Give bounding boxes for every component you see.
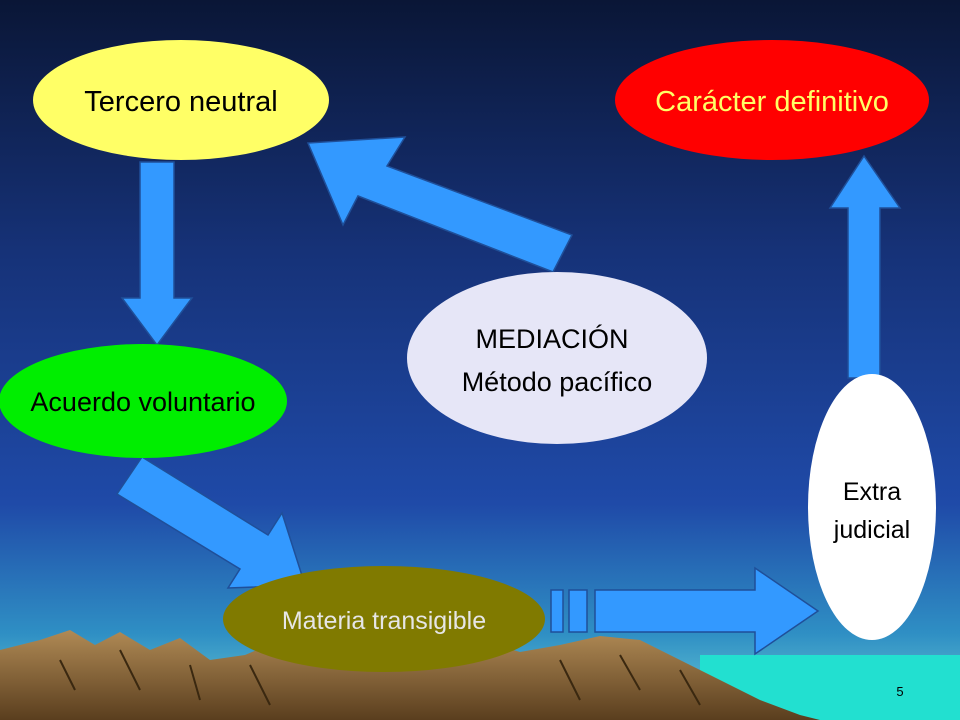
node-tercero-neutral: Tercero neutral bbox=[33, 40, 329, 160]
mountain-ridges bbox=[59, 649, 701, 706]
caracter-definitivo-ellipse bbox=[615, 40, 929, 160]
arrow-up-extra-to-caracter bbox=[828, 154, 902, 379]
node-materia-transigible: Materia transigible bbox=[223, 566, 545, 672]
page-number: 5 bbox=[896, 684, 903, 699]
mediacion-subtitle: Método pacífico bbox=[462, 367, 653, 397]
extra-judicial-ellipse bbox=[808, 374, 936, 640]
materia-transigible-label: Materia transigible bbox=[282, 607, 486, 635]
acuerdo-voluntario-ellipse bbox=[0, 344, 287, 458]
arrow-down-tercero-to-acuerdo bbox=[120, 161, 194, 347]
extra-judicial-line2: judicial bbox=[833, 516, 910, 544]
arrow-materia-to-extra bbox=[594, 566, 820, 656]
arrow-stripe-2 bbox=[568, 589, 588, 633]
mediacion-title: MEDIACIÓN bbox=[475, 323, 628, 354]
caracter-definitivo-label: Carácter definitivo bbox=[655, 86, 889, 118]
tercero-neutral-label: Tercero neutral bbox=[84, 86, 277, 118]
arrow-stripe-1 bbox=[550, 589, 564, 633]
extra-judicial-line1: Extra bbox=[843, 478, 901, 506]
node-caracter-definitivo: Carácter definitivo bbox=[615, 40, 929, 160]
materia-transigible-ellipse bbox=[223, 566, 545, 672]
node-extra-judicial: Extra judicial bbox=[808, 374, 936, 640]
node-acuerdo-voluntario: Acuerdo voluntario bbox=[0, 344, 287, 458]
mountain-range bbox=[0, 630, 820, 720]
tercero-neutral-ellipse bbox=[33, 40, 329, 160]
arrow-mediacion-to-tercero bbox=[306, 136, 574, 273]
acuerdo-voluntario-label: Acuerdo voluntario bbox=[30, 387, 255, 417]
node-mediacion: MEDIACIÓN Método pacífico bbox=[407, 272, 707, 444]
mediacion-ellipse bbox=[407, 272, 707, 444]
